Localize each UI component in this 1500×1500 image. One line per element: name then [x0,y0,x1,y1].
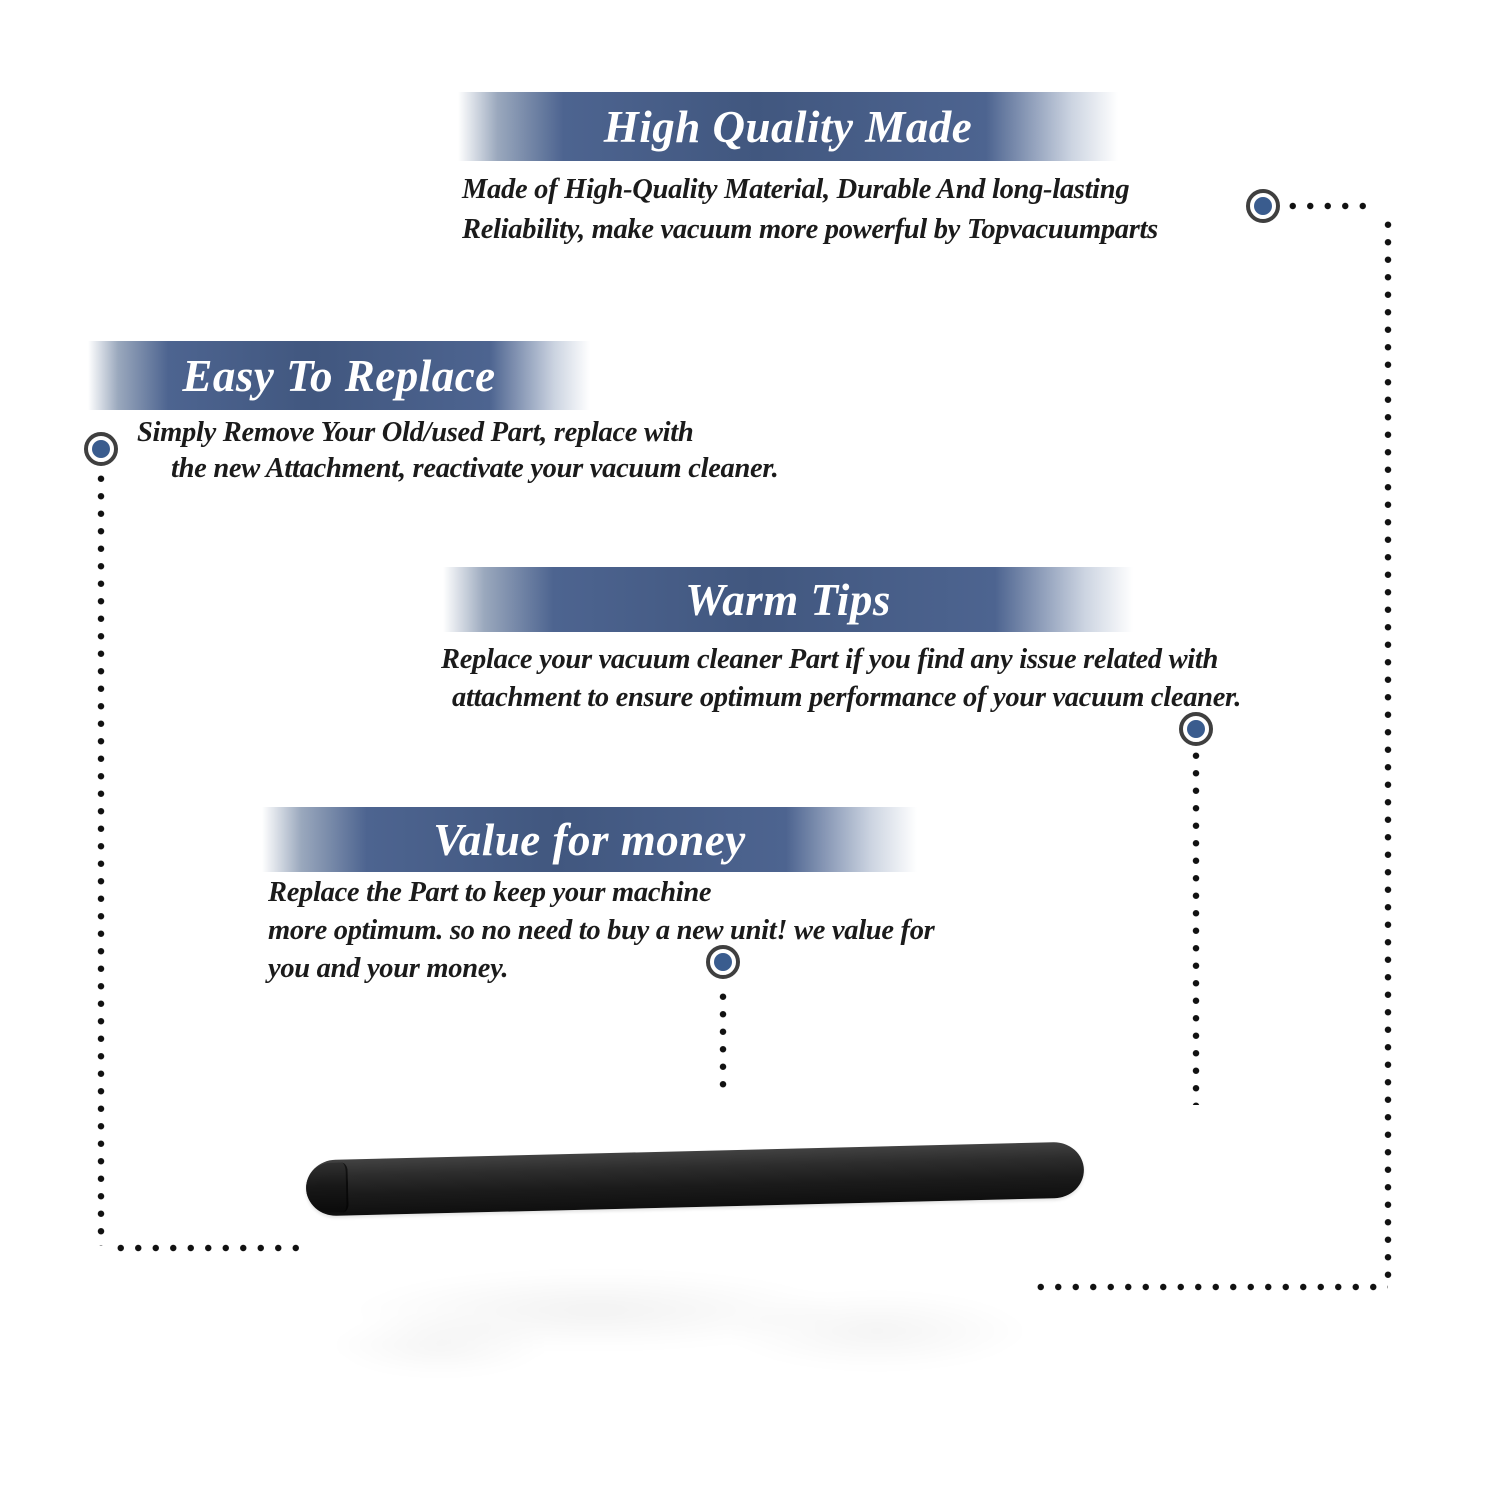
banner-warm-tips: Warm Tips [443,567,1133,632]
bullseye-marker-icon [84,432,118,466]
body-line: Simply Remove Your Old/used Part, replac… [137,417,694,448]
dotted-leader-line [97,470,105,1246]
body-line: the new Attachment, reactivate your vacu… [171,453,779,484]
bullseye-marker-icon [1179,712,1213,746]
body-easy-to-replace: Simply Remove Your Old/used Part, replac… [137,415,779,487]
body-line: attachment to ensure optimum performance… [452,682,1242,713]
body-line: Reliability, make vacuum more powerful b… [462,214,1158,245]
product-shadow [300,1268,1080,1408]
dotted-leader-line [719,988,727,1096]
body-value-for-money: Replace the Part to keep your machine mo… [268,874,935,988]
body-line: you and your money. [268,953,509,984]
wand-end-cap [305,1162,349,1214]
dotted-leader-line [1384,216,1392,1278]
vacuum-extension-wand-image [305,1141,1085,1217]
banner-easy-to-replace: Easy To Replace [88,341,590,410]
banner-high-quality-made: High Quality Made [458,92,1118,161]
bullseye-marker-icon [1246,189,1280,223]
section-title-high-quality-made: High Quality Made [603,101,973,152]
dotted-leader-line [1192,747,1200,1105]
dotted-leader-line [1032,1283,1388,1291]
body-line: Made of High-Quality Material, Durable A… [462,174,1130,205]
banner-value-for-money: Value for money [262,807,917,872]
bullseye-marker-icon [706,945,740,979]
dotted-leader-line [112,1244,304,1252]
body-line: Replace your vacuum cleaner Part if you … [441,644,1219,675]
section-title-easy-to-replace: Easy To Replace [182,350,496,401]
body-line: Replace the Part to keep your machine [268,877,712,908]
dotted-leader-line [1284,202,1376,210]
body-warm-tips: Replace your vacuum cleaner Part if you … [441,641,1241,717]
section-title-warm-tips: Warm Tips [685,574,891,625]
body-line: more optimum. so no need to buy a new un… [268,915,935,946]
section-title-value-for-money: Value for money [433,814,746,865]
body-high-quality-made: Made of High-Quality Material, Durable A… [462,170,1158,250]
